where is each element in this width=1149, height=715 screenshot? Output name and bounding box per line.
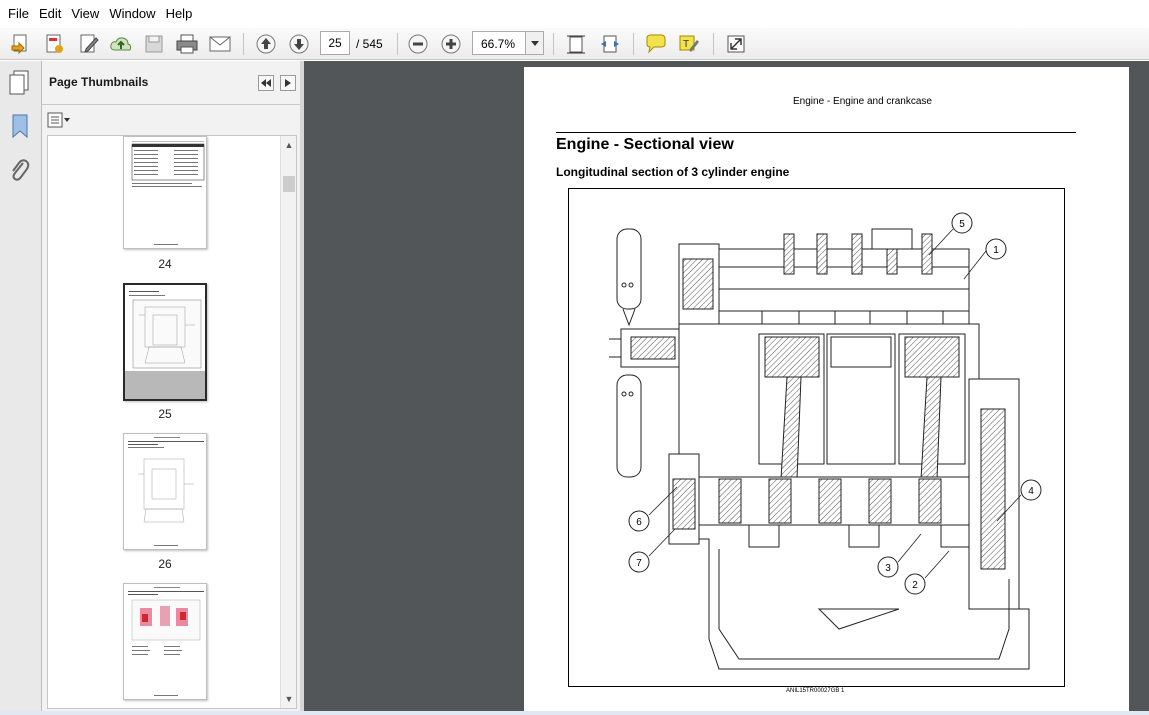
engine-drawing: 1 2 3 4 5 6 7 [609, 212, 1042, 670]
fit-page-icon[interactable] [563, 31, 589, 57]
panel-splitter[interactable] [300, 61, 304, 711]
scroll-thumb[interactable] [283, 176, 295, 192]
thumbnail-page-24[interactable] [123, 136, 207, 249]
email-icon[interactable] [207, 31, 233, 57]
page-header: Engine - Engine and crankcase [793, 96, 932, 107]
callout-6: 6 [636, 517, 642, 528]
zoom-in-icon[interactable] [438, 31, 464, 57]
highlight-icon[interactable]: T [676, 31, 702, 57]
comment-icon[interactable] [643, 31, 669, 57]
collapse-left-icon[interactable] [258, 75, 274, 91]
arrow-up-icon[interactable] [253, 31, 279, 57]
save-icon[interactable] [141, 31, 167, 57]
toolbar-separator [243, 33, 244, 55]
printer-icon[interactable] [174, 31, 200, 57]
thumbnail-options-button[interactable] [47, 111, 73, 129]
thumbnail-page-25[interactable] [123, 283, 207, 401]
toolbar-separator [713, 33, 714, 55]
menu-edit[interactable]: Edit [38, 6, 62, 21]
page-total: / 545 [356, 37, 383, 51]
document-page: Engine - Engine and crankcase Engine - S… [524, 67, 1129, 715]
zoom-out-icon[interactable] [405, 31, 431, 57]
thumbnail-scrollbar[interactable]: ▲ ▼ [280, 136, 296, 708]
callout-7: 7 [636, 558, 642, 569]
page-thumbnails-icon[interactable] [8, 69, 32, 98]
callout-5: 5 [959, 219, 965, 230]
toolbar-separator [633, 33, 634, 55]
callout-4: 4 [1028, 486, 1034, 497]
scroll-down-icon[interactable]: ▼ [284, 694, 294, 704]
menu-help[interactable]: Help [165, 6, 193, 21]
thumbnail-label: 24 [158, 257, 172, 271]
section-subtitle: Longitudinal section of 3 cylinder engin… [556, 165, 790, 179]
status-bar [0, 711, 1149, 715]
callout-1: 1 [993, 245, 999, 256]
engine-sectional-figure: 1 2 3 4 5 6 7 [568, 188, 1065, 687]
upload-cloud-icon[interactable] [108, 31, 134, 57]
fullscreen-icon[interactable] [723, 31, 749, 57]
callout-2: 2 [912, 580, 918, 591]
bookmark-icon[interactable] [10, 113, 30, 142]
scroll-up-icon[interactable]: ▲ [284, 140, 294, 150]
toolbar-separator [553, 33, 554, 55]
menu-bar: File Edit View Window Help [0, 0, 1149, 28]
callout-3: 3 [885, 563, 891, 574]
header-rule [556, 132, 1076, 133]
edit-icon[interactable] [76, 31, 102, 57]
thumbnail-page-26[interactable] [123, 433, 207, 550]
thumbnail-label: 26 [158, 557, 172, 571]
attachment-icon[interactable] [8, 157, 30, 186]
open-file-icon[interactable] [42, 31, 68, 57]
create-pdf-icon[interactable] [8, 31, 34, 57]
thumbnail-label: 25 [158, 407, 172, 421]
document-viewport[interactable]: Engine - Engine and crankcase Engine - S… [304, 61, 1149, 715]
menu-view[interactable]: View [71, 6, 100, 21]
menu-file[interactable]: File [8, 6, 29, 21]
chevron-down-icon[interactable] [525, 32, 543, 54]
navigation-strip [0, 61, 42, 711]
page-number-input[interactable]: 25 [320, 31, 350, 55]
panel-header: Page Thumbnails [42, 61, 300, 105]
figure-reference: ANIL15TR00027GB 1 [786, 688, 845, 694]
toolbar: 25 / 545 66.7% T [0, 28, 1149, 60]
fit-width-icon[interactable] [597, 31, 623, 57]
thumbnail-list[interactable]: 24 25 [47, 135, 297, 709]
section-title: Engine - Sectional view [556, 136, 734, 153]
menu-window[interactable]: Window [109, 6, 156, 21]
zoom-level-value: 66.7% [481, 37, 516, 51]
svg-text:T: T [683, 39, 689, 50]
thumbnail-page-27[interactable] [123, 583, 207, 700]
toolbar-separator [397, 33, 398, 55]
chevron-right-icon[interactable] [280, 75, 296, 91]
panel-title: Page Thumbnails [49, 75, 149, 89]
zoom-level-select[interactable]: 66.7% [472, 31, 544, 55]
arrow-down-icon[interactable] [286, 31, 312, 57]
thumbnails-panel: Page Thumbnails [42, 61, 300, 711]
